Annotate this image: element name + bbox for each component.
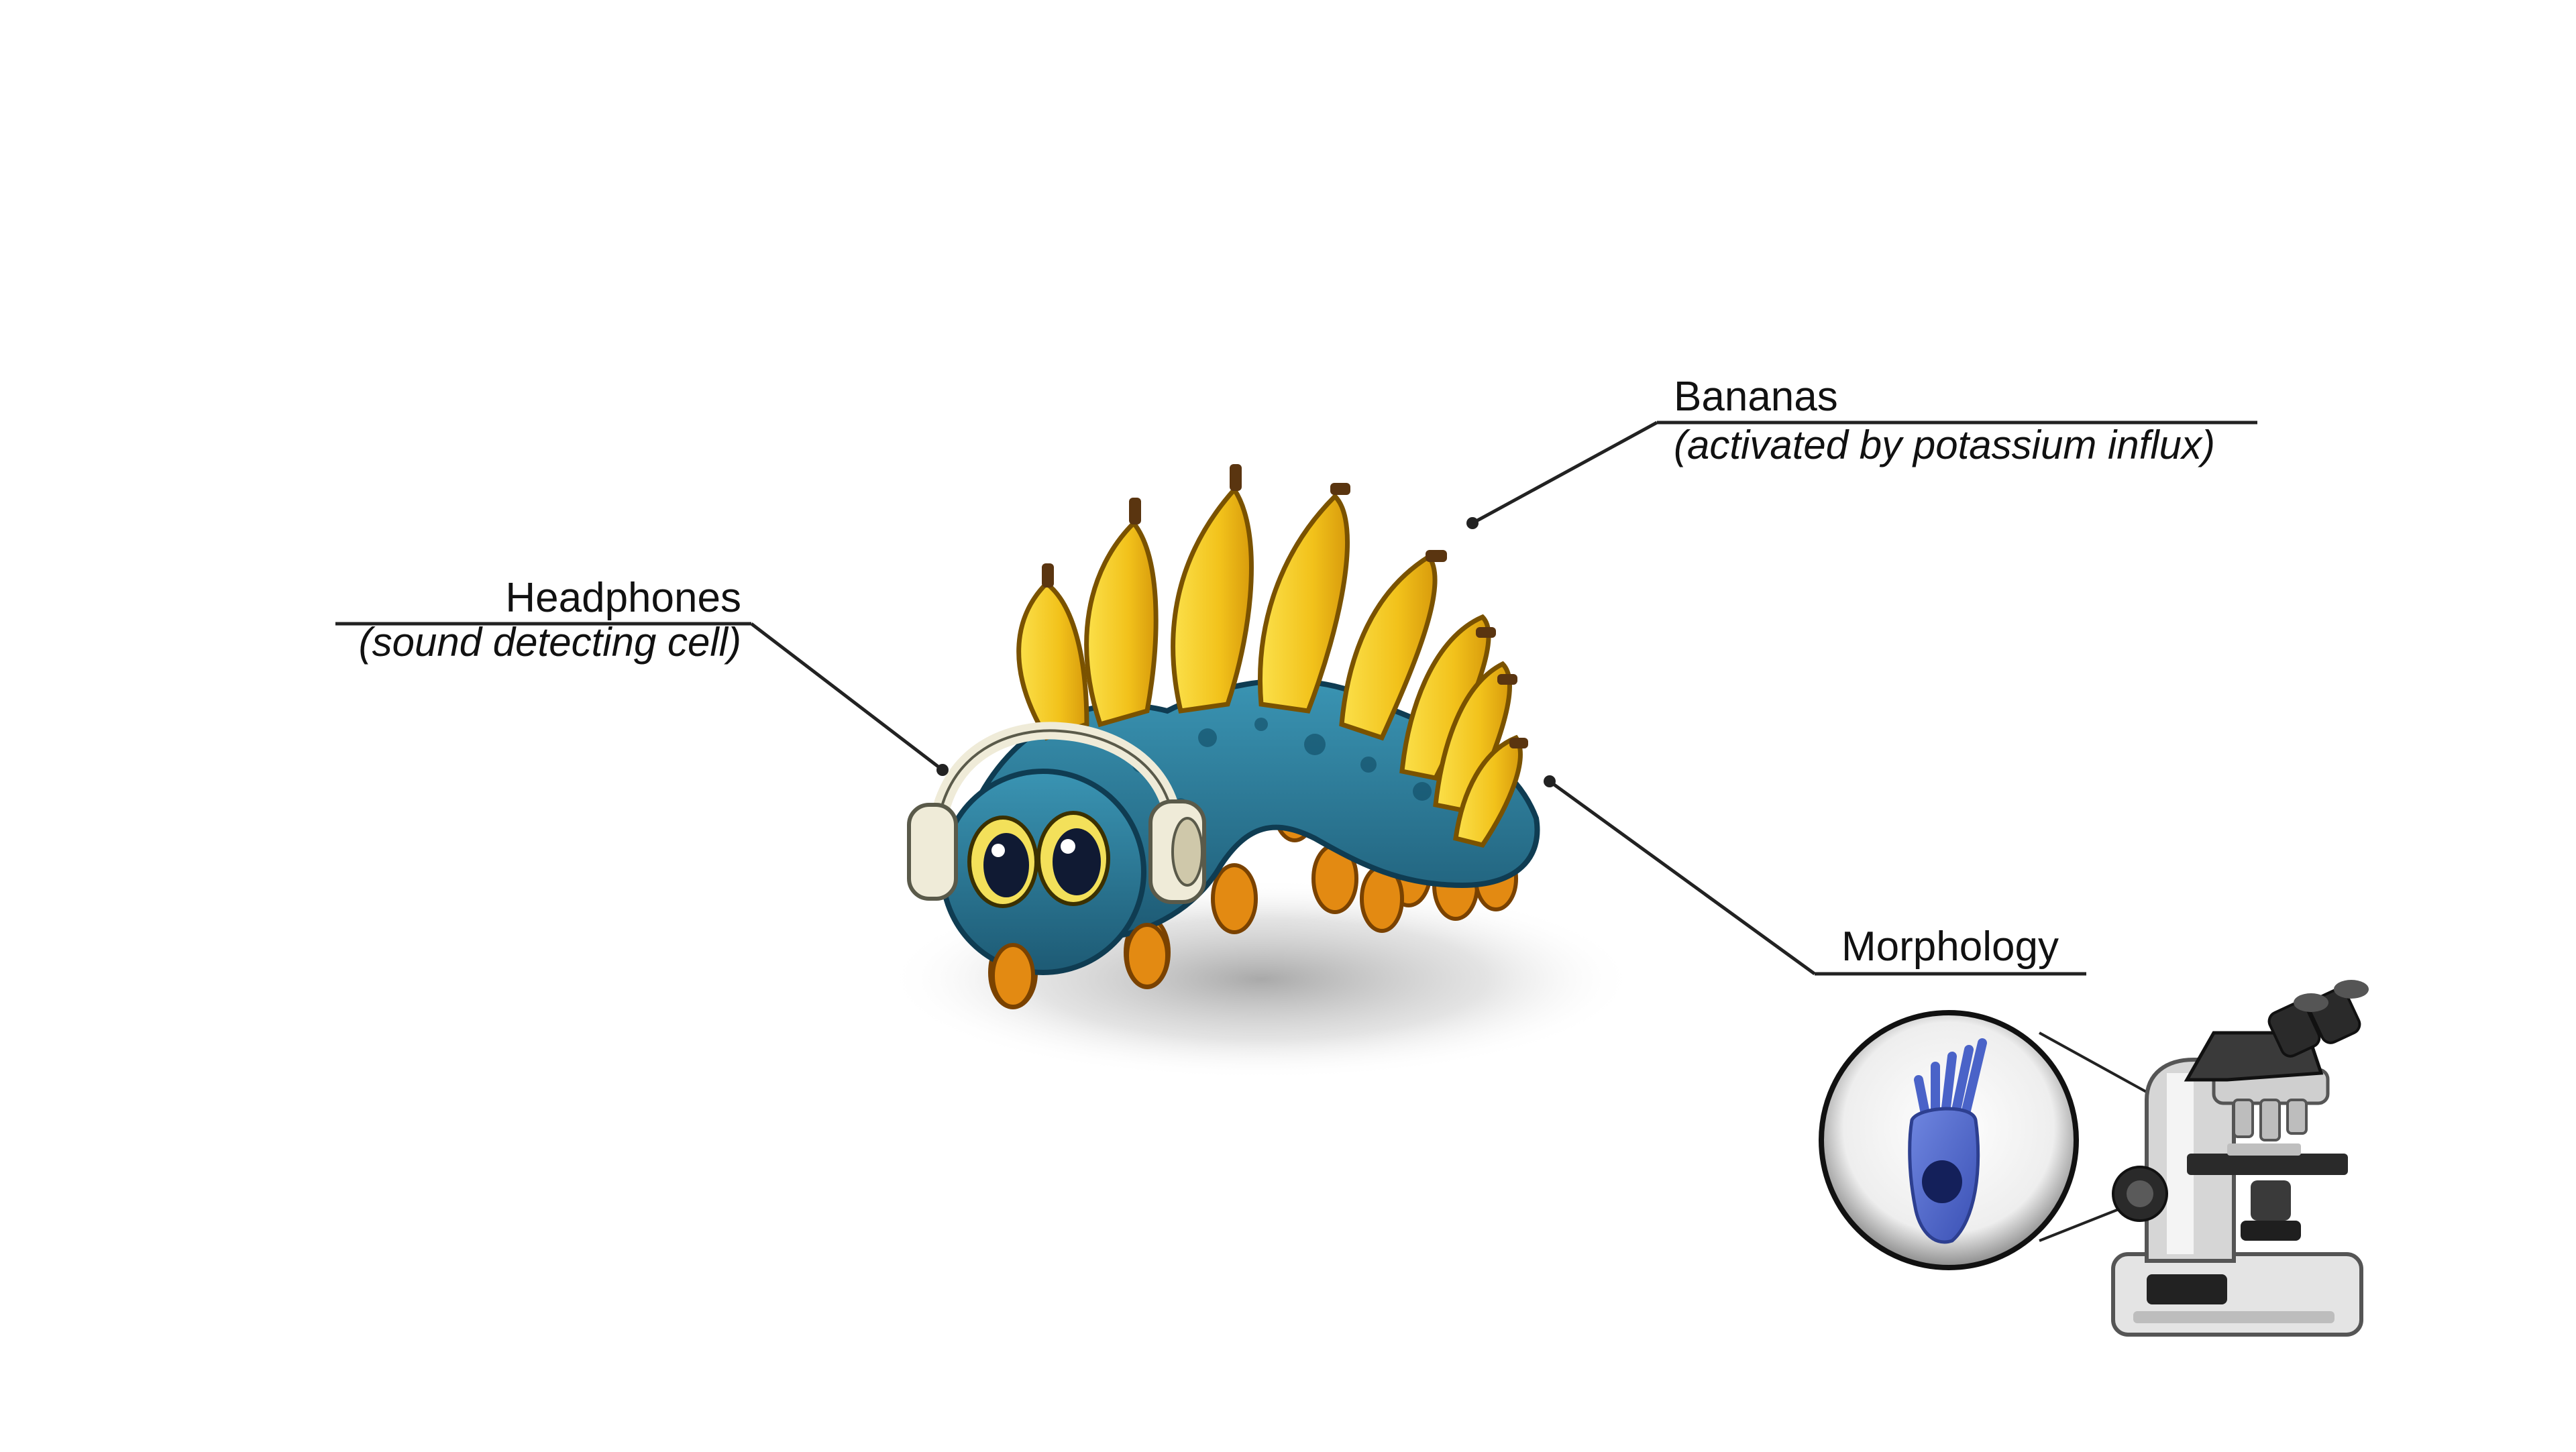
bananas-subtitle: (activated by potassium influx)	[1674, 423, 2215, 467]
banana-icon	[1453, 734, 1528, 848]
cell-icon	[1908, 1038, 1987, 1244]
headphones-title: Headphones	[505, 575, 741, 621]
banana-icon	[1257, 483, 1350, 714]
caterpillar-head	[940, 769, 1169, 1009]
caterpillar-illustration	[885, 464, 1637, 1080]
bananas	[1016, 464, 1528, 848]
bananas-leader-dot	[1466, 517, 1479, 529]
banana-icon	[1084, 498, 1159, 728]
banana-icon	[1016, 563, 1089, 741]
headphones-icon	[907, 722, 1206, 904]
morphology-leader	[1548, 779, 1816, 976]
banana-icon	[1339, 550, 1447, 741]
eye-icon	[1036, 811, 1110, 906]
magnifier-circle	[1819, 1010, 2235, 1270]
bananas-title: Bananas	[1674, 374, 1838, 420]
banana-icon	[1171, 464, 1254, 714]
headphones-leader-dot	[936, 764, 949, 776]
label-bananas: Bananas (activated by potassium influx)	[1466, 374, 2257, 529]
headphones-leader	[750, 622, 944, 771]
eye-icon	[967, 816, 1038, 908]
bananas-leader	[1471, 421, 1658, 525]
headphones-subtitle: (sound detecting cell)	[359, 620, 741, 665]
label-morphology: Morphology	[1544, 775, 2086, 976]
label-headphones: Headphones (sound detecting cell)	[335, 575, 949, 776]
morphology-leader-dot	[1544, 775, 1556, 787]
morphology-title: Morphology	[1841, 924, 2059, 970]
microscope-icon	[2111, 980, 2369, 1337]
